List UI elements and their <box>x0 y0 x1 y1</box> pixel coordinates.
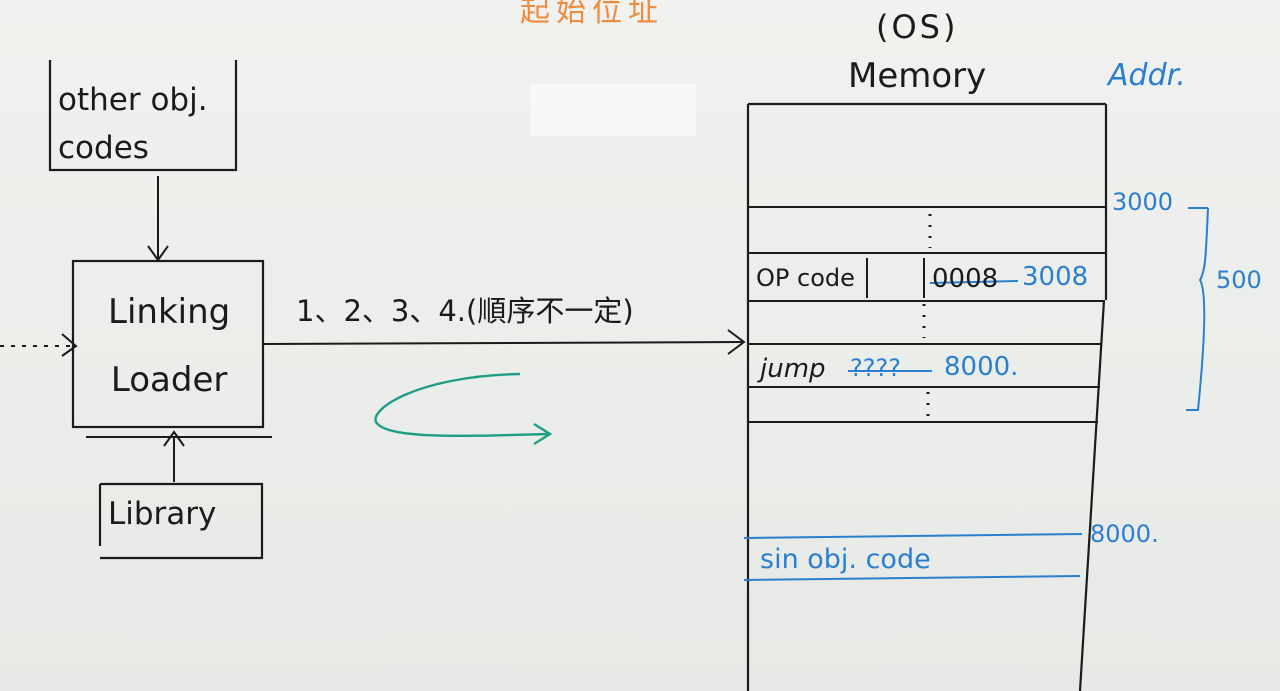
jump-label: jump <box>760 354 826 384</box>
os-label: (OS) <box>876 8 959 46</box>
sin-obj-code-label: sin obj. code <box>760 544 931 575</box>
other-obj-codes-label: other obj. codes <box>58 82 208 166</box>
linking-loader-label: Linking Loader <box>108 292 231 400</box>
incoming-arrow-head <box>61 333 78 357</box>
other-obj-box <box>48 60 238 172</box>
jump-old-value: ???? <box>850 354 901 382</box>
arrow-head-right <box>727 329 746 355</box>
brace-500 <box>1186 207 1209 411</box>
sin-bottom-line <box>743 575 1081 581</box>
library-label: Library <box>108 496 217 532</box>
green-curve-arrow <box>374 372 549 438</box>
arrow-head-up <box>163 430 185 447</box>
opcode-label: OP code <box>756 264 855 292</box>
arrow-to-memory <box>263 341 743 345</box>
green-arrow-head <box>533 422 553 446</box>
tape-patch <box>530 84 696 136</box>
sin-top-line <box>743 533 1083 539</box>
addr-size-500: 500 <box>1216 266 1262 294</box>
memory-label: Memory <box>848 56 987 96</box>
addr-8000: 8000. <box>1090 520 1159 548</box>
library-box <box>100 482 264 560</box>
jump-new-value: 8000. <box>944 352 1019 382</box>
steps-label: 1、2、3、4.(順序不一定) <box>296 294 634 328</box>
top-heading-partial: 起始位址 <box>520 0 664 29</box>
opcode-old-value: 0008 <box>932 264 999 294</box>
opcode-new-value: 3008 <box>1022 262 1089 292</box>
strike-0008 <box>929 280 1019 284</box>
memory-right-edge-lower <box>1078 299 1106 691</box>
addr-3000: 3000 <box>1112 188 1174 216</box>
addr-label: Addr. <box>1108 58 1186 93</box>
